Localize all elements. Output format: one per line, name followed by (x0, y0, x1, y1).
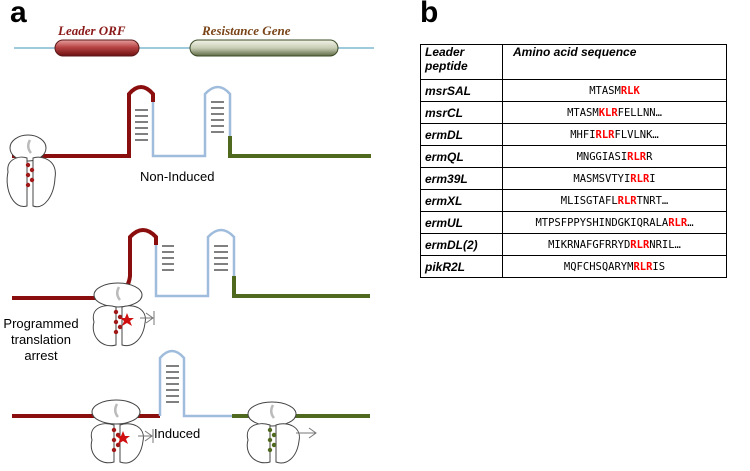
peptide-sequence: MNGGIASIRLRR (502, 145, 727, 168)
non-induced-label: Non-Induced (140, 169, 214, 184)
arrest-label-line3: arrest (24, 348, 58, 363)
seq-motif: RLR (630, 238, 650, 251)
seq-motif: RLR (595, 128, 615, 141)
peptide-sequence: MIKRNAFGFRRYDRLRNRIL… (502, 233, 727, 256)
peptide-sequence: MTASMRLK (502, 79, 727, 102)
seq-motif: KLR (598, 106, 618, 119)
seq-post: R (646, 150, 653, 163)
peptide-name: ermXL (420, 189, 503, 212)
peptide-name: msrCL (420, 101, 503, 124)
panel-b-letter: b (420, 0, 439, 29)
header-amino-acid-sequence: Amino acid sequence (502, 44, 727, 80)
hairpin-mrna-3 (158, 349, 232, 418)
seq-post: FELLNN… (617, 106, 662, 119)
seq-motif: RLR (630, 172, 650, 185)
ribosome-1 (6, 134, 56, 208)
seq-pre: MTASM (567, 106, 599, 119)
seq-motif: RLR (633, 260, 653, 273)
header-line1: Leader (425, 45, 465, 59)
seq-pre: MHFI (570, 128, 596, 141)
hairpin-mrna-1 (151, 85, 232, 158)
seq-post: TNRT… (636, 194, 669, 207)
state-non-induced: Non-Induced (6, 85, 371, 208)
seq-post: IS (652, 260, 666, 273)
seq-post: FLVLNK… (614, 128, 659, 141)
seq-post: … (687, 216, 694, 229)
peptide-sequence: MTASMKLRFELLNN… (502, 101, 727, 124)
leader-orf-label: Leader ORF (57, 23, 126, 38)
table-row: ermDL(2)MIKRNAFGFRRYDRLRNRIL… (420, 233, 727, 256)
gene-mrna-1 (228, 136, 371, 158)
seq-pre: MTPSFPPYSHINDGKIQRALA (535, 216, 669, 229)
seq-post: NRIL… (649, 238, 681, 251)
seq-pre: MNGGIASI (576, 150, 628, 163)
arrest-label-line1: Programmed (3, 316, 78, 331)
resistance-gene-label: Resistance Gene (201, 23, 291, 38)
ribosome-4 (246, 401, 300, 464)
peptide-name: ermDL (420, 123, 503, 146)
state-translation-arrest: Programmed translation arrest (3, 228, 370, 363)
hairpin-mrna-2 (154, 228, 236, 298)
peptide-sequence: MLISGTAFLRLRTNRT… (502, 189, 727, 212)
stem-bars-2 (162, 245, 228, 271)
arrest-label-line2: translation (11, 332, 71, 347)
leader-orf-box (54, 39, 140, 57)
peptide-sequence: MHFIRLRFLVLNK… (502, 123, 727, 146)
seq-motif: RLR (668, 216, 688, 229)
gene-mrna-2 (232, 276, 370, 298)
seq-pre: MIKRNAFGFRRYD (548, 238, 631, 251)
seq-pre: MTASM (589, 84, 621, 97)
seq-pre: MQFCHSQARYM (563, 260, 634, 273)
peptide-name: pikR2L (420, 255, 503, 278)
state-induced: Induced (12, 349, 370, 464)
panel-a-letter: a (10, 0, 27, 29)
peptide-name: ermDL(2) (420, 233, 503, 256)
seq-motif: RLK (620, 84, 640, 97)
induced-label: Induced (154, 426, 200, 441)
header-line2: peptide (425, 59, 468, 73)
peptide-sequence: MASMSVTYIRLRI (502, 167, 727, 190)
peptide-sequence: MQFCHSQARYMRLRIS (502, 255, 727, 278)
peptide-name: erm39L (420, 167, 503, 190)
seq-motif: RLR (617, 194, 637, 207)
peptide-name: msrSAL (420, 79, 503, 102)
resistance-gene-box (189, 39, 339, 57)
peptide-sequence: MTPSFPPYSHINDGKIQRALARLR… (502, 211, 727, 234)
seq-post: I (649, 172, 656, 185)
leader-mrna-1 (12, 85, 155, 158)
seq-pre: MLISGTAFL (560, 194, 618, 207)
seq-pre: MASMSVTYI (573, 172, 631, 185)
seq-motif: RLR (627, 150, 647, 163)
stem-bars-3 (166, 365, 179, 403)
ribosome-2 (92, 282, 146, 347)
stem-bars-1 (135, 101, 224, 141)
ribosome-3 (90, 399, 144, 464)
gene-map: Leader ORF Resistance Gene (14, 23, 374, 57)
peptide-name: ermUL (420, 211, 503, 234)
peptide-name: ermQL (420, 145, 503, 168)
